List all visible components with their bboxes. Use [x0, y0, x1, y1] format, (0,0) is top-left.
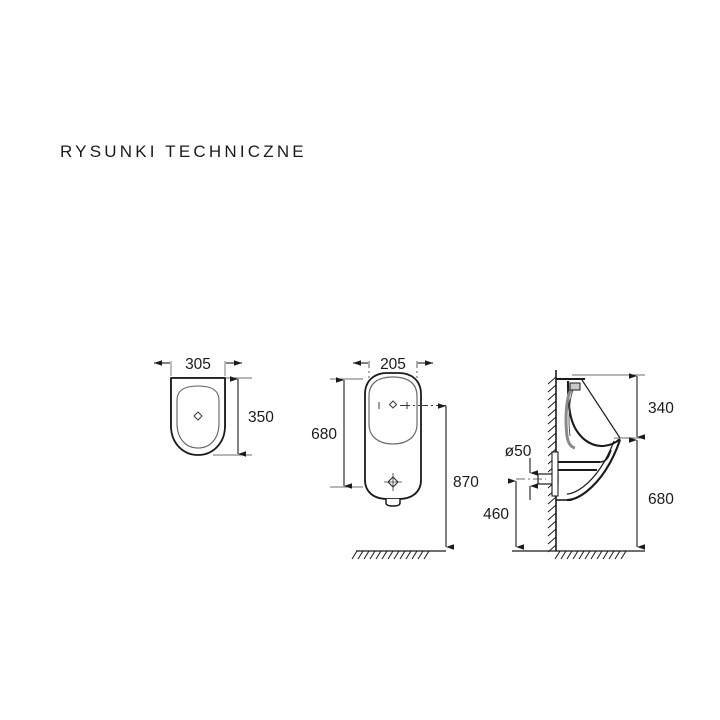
side-trap-bend	[599, 449, 612, 463]
front-width-label: 305	[185, 356, 211, 373]
plan-width-label: 205	[380, 356, 406, 373]
side-view: ø50 340 680 460	[483, 370, 674, 560]
side-supply-pipe-outline	[568, 387, 575, 437]
side-460-label: 460	[483, 506, 509, 523]
plan-bowl-outline	[368, 376, 418, 445]
side-inlet-fitting	[569, 382, 581, 391]
side-floor-hatch	[554, 550, 627, 560]
plan-upper-diamond-icon	[388, 400, 398, 409]
page-title: RYSUNKI TECHNICZNE	[60, 142, 307, 161]
side-340-label: 340	[648, 400, 674, 417]
side-outlet-flange	[551, 451, 559, 497]
plan-outlet-nub	[385, 499, 401, 507]
plan-view: 205 680 870	[311, 356, 479, 560]
plan-height-label: 680	[311, 426, 337, 443]
side-diameter-label: ø50	[505, 443, 532, 460]
side-bowl-profile	[566, 380, 621, 447]
front-drain-diamond-icon	[193, 411, 203, 421]
side-680-label: 680	[648, 491, 674, 508]
front-height-label: 350	[248, 409, 274, 426]
side-front-edge	[581, 379, 621, 439]
side-lower-skirt-inner	[566, 440, 615, 495]
plan-total-label: 870	[453, 474, 479, 491]
plan-floor-hatch	[351, 550, 430, 560]
side-supply-pipe	[564, 389, 576, 450]
front-view: 305 350	[154, 356, 274, 457]
